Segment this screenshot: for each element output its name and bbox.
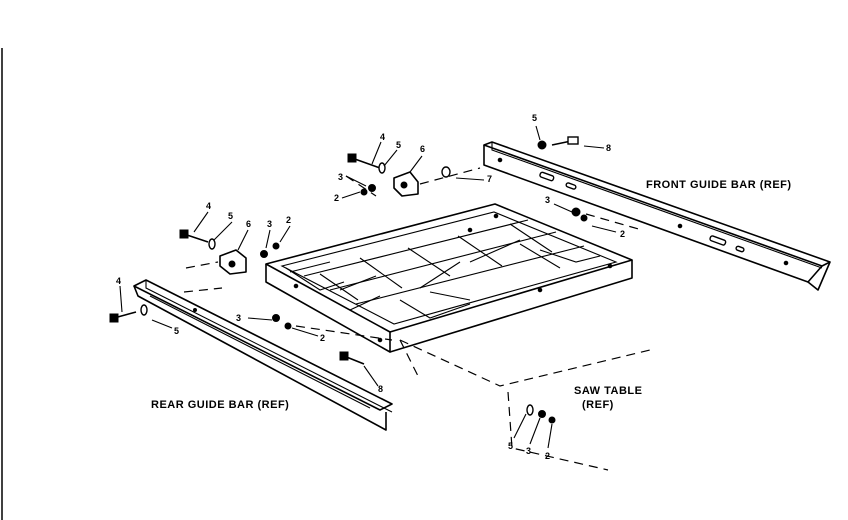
bolt-front-4 xyxy=(347,153,381,169)
callout: 2 xyxy=(286,215,291,225)
callout: 5 xyxy=(174,326,179,336)
callout: 3 xyxy=(545,195,550,205)
hardware-saw-table xyxy=(526,404,556,424)
bracket-rear xyxy=(219,249,247,275)
rear-guide-bar-label: REAR GUIDE BAR (REF) xyxy=(151,399,289,411)
frame-assembly xyxy=(265,203,633,353)
callout: 4 xyxy=(380,132,385,142)
front-guide-bar xyxy=(483,141,831,291)
callout: 2 xyxy=(620,229,625,239)
callout: 2 xyxy=(545,451,550,461)
saw-table-label: SAW TABLE xyxy=(574,385,642,397)
callout: 5 xyxy=(228,211,233,221)
rear-guide-bar xyxy=(133,279,393,431)
assembly-lines xyxy=(183,167,651,471)
bracket-front xyxy=(393,171,419,197)
saw-table-ref-label: (REF) xyxy=(582,399,614,411)
washers-front xyxy=(360,136,588,222)
callout: 5 xyxy=(396,140,401,150)
callout: 7 xyxy=(487,174,492,184)
callout: 8 xyxy=(378,384,383,394)
callout-numbers: 4 5 6 3 2 7 5 8 3 2 4 5 6 3 2 4 5 3 2 8 … xyxy=(116,113,625,461)
callout: 3 xyxy=(236,313,241,323)
callout: 3 xyxy=(267,219,272,229)
callout: 6 xyxy=(420,144,425,154)
callout: 2 xyxy=(320,333,325,343)
callout: 6 xyxy=(246,219,251,229)
callout: 3 xyxy=(526,446,531,456)
front-guide-bar-label: FRONT GUIDE BAR (REF) xyxy=(646,179,792,191)
callout: 4 xyxy=(206,201,211,211)
callout: 2 xyxy=(334,193,339,203)
callout: 8 xyxy=(606,143,611,153)
hardware-rear xyxy=(109,229,365,365)
callout: 3 xyxy=(338,172,343,182)
callout: 5 xyxy=(508,441,513,451)
callout: 4 xyxy=(116,276,121,286)
callout: 5 xyxy=(532,113,537,123)
leader-lines xyxy=(119,125,617,449)
